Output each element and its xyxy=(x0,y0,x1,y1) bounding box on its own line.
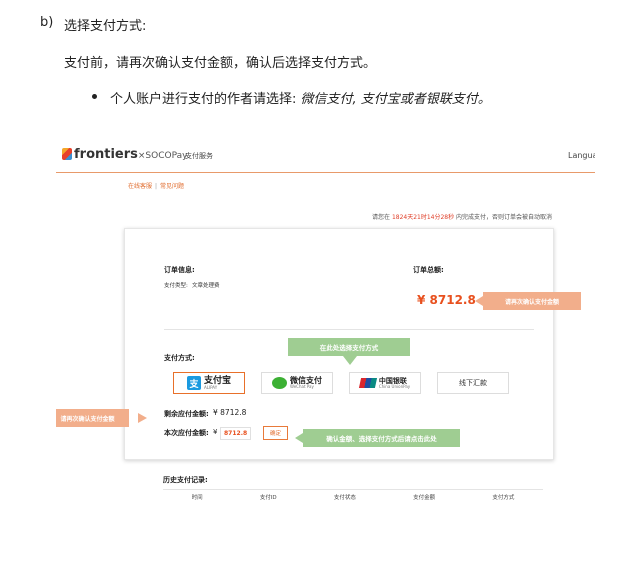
language-selector[interactable]: Languag xyxy=(568,151,595,160)
bullet-text: 个人账户进行支付的作者请选择: 微信支付, 支付宝或者银联支付。 xyxy=(110,88,491,107)
callout-arrow-left-green-icon xyxy=(295,433,303,443)
history-col-payment-id: 支付ID xyxy=(259,495,277,501)
notice-prefix: 请您在 xyxy=(372,214,391,221)
order-total-amount: ¥ 8712.8 xyxy=(417,293,476,307)
alipay-sub: ALIPAY xyxy=(203,384,218,390)
payment-card: 订单信息: 支付类型: 文章处理费 订单总额: ¥ 8712.8 支付方式: 支… xyxy=(124,228,554,460)
callout-arrow-right-icon xyxy=(138,413,147,423)
order-total-label: 订单总额: xyxy=(413,266,444,274)
link-separator: | xyxy=(155,183,158,190)
frontiers-logo-icon xyxy=(62,148,72,160)
alipay-option[interactable]: 支 支付宝 ALIPAY xyxy=(173,372,245,394)
unionpay-name: 中国银联 xyxy=(378,376,407,385)
current-currency: ¥ xyxy=(213,428,218,436)
history-label: 历史支付记录: xyxy=(163,476,208,484)
frontiers-logo: frontiers×SOCOPay xyxy=(62,147,187,162)
bullet-italic: 微信支付, 支付宝或者银联支付。 xyxy=(300,92,491,107)
alipay-icon: 支 xyxy=(186,376,201,390)
bullet-dot xyxy=(92,94,97,99)
history-col-time: 时间 xyxy=(191,495,203,501)
confirm-button[interactable]: 确定 xyxy=(263,426,289,440)
help-links: 在线客服|常见问题 xyxy=(128,181,184,190)
payment-method-label: 支付方式: xyxy=(164,354,195,362)
callout-arrow-left-icon xyxy=(475,296,483,306)
heading-marker: b) xyxy=(40,15,54,30)
bullet-prefix: 个人账户进行支付的作者请选择: xyxy=(110,92,301,107)
callout-select-method: 在此处选择支付方式 xyxy=(288,338,410,356)
unionpay-option[interactable]: 中国银联 China UnionPay xyxy=(349,372,421,394)
nav-payment-service[interactable]: 支付服务 xyxy=(185,152,213,160)
payment-page-screenshot: frontiers×SOCOPay 支付服务 Languag 在线客服|常见问题… xyxy=(56,144,595,544)
callout-arrow-down-icon xyxy=(343,356,357,365)
pay-type-label: 支付类型: xyxy=(164,283,188,289)
wechat-icon xyxy=(272,377,287,389)
offline-transfer-name: 线下汇款 xyxy=(459,379,487,387)
history-table-header: 时间 支付ID 支付状态 支付金额 支付方式 xyxy=(163,493,543,501)
history-col-method: 支付方式 xyxy=(492,495,515,501)
instruction-paragraph: 支付前，请再次确认支付金额，确认后选择支付方式。 xyxy=(64,56,377,71)
link-faq[interactable]: 常见问题 xyxy=(160,183,185,190)
pay-type-value: 文章处理费 xyxy=(192,283,220,289)
callout-confirm-amount-right: 请再次确认支付金额 xyxy=(483,292,581,310)
notice-countdown: 1824天21时14分28秒 xyxy=(391,214,455,221)
notice-suffix: 内完成支付，否则订单会被自动取消 xyxy=(456,214,553,221)
remaining-value: ¥ 8712.8 xyxy=(213,408,247,417)
history-col-amount: 支付金额 xyxy=(413,495,436,501)
unionpay-icon xyxy=(358,378,377,388)
offline-transfer-option[interactable]: 线下汇款 xyxy=(437,372,509,394)
link-online-service[interactable]: 在线客服 xyxy=(128,183,153,190)
wechat-name: 微信支付 xyxy=(290,376,322,385)
unionpay-sub: China UnionPay xyxy=(378,383,411,389)
header-divider xyxy=(56,172,595,173)
callout-confirm-amount-left: 请再次确认支付金额 xyxy=(56,409,129,427)
wechat-pay-option[interactable]: 微信支付 WeChat Pay xyxy=(261,372,333,394)
wechat-sub: WeChat Pay xyxy=(290,384,314,389)
history-col-status: 支付状态 xyxy=(333,495,356,501)
logo-suffix: ×SOCOPay xyxy=(137,151,188,161)
payment-deadline-notice: 请您在 1824天21时14分28秒 内完成支付，否则订单会被自动取消 xyxy=(372,212,552,221)
alipay-name: 支付宝 xyxy=(203,375,231,386)
logo-main: frontiers xyxy=(74,147,138,162)
order-info-label: 订单信息: xyxy=(164,266,195,274)
remaining-label: 剩余应付金额: xyxy=(164,410,209,418)
section-heading: 选择支付方式: xyxy=(64,19,147,34)
callout-click-here: 确认金额、选择支付方式后请点击此处 xyxy=(303,429,460,447)
card-divider xyxy=(164,329,534,330)
current-amount-label: 本次应付金额: xyxy=(164,429,209,437)
history-divider xyxy=(163,489,543,490)
current-amount-input[interactable]: 8712.8 xyxy=(220,427,252,440)
